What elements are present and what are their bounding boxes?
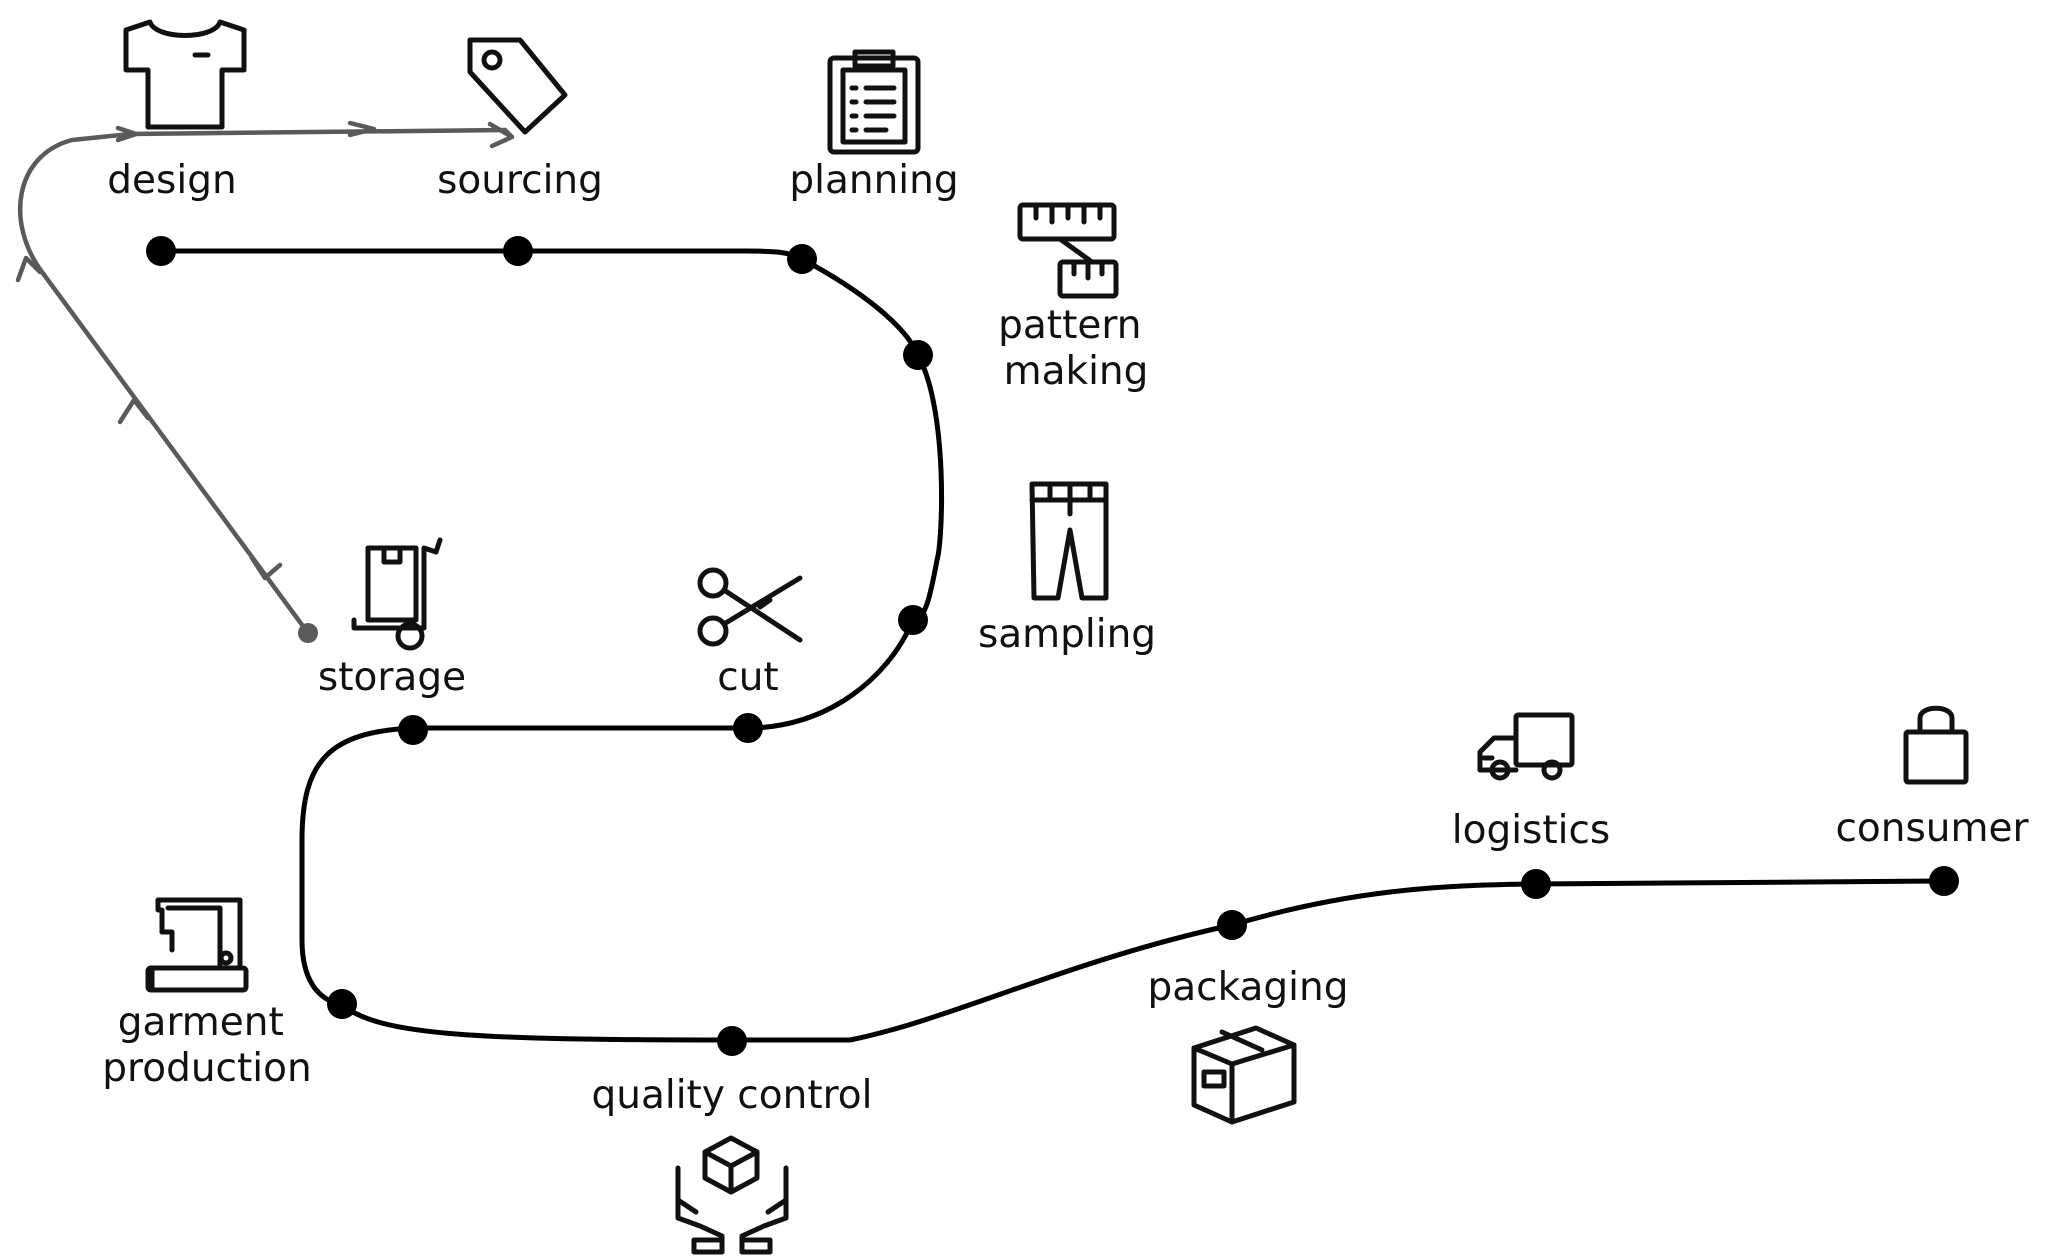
label-planning: planning — [789, 158, 958, 203]
stage-dot-sampling — [898, 605, 928, 635]
hands-box-icon — [675, 1135, 789, 1255]
loop-arrow-3 — [15, 255, 43, 283]
scissors-icon — [697, 567, 803, 647]
trousers-icon — [1029, 481, 1109, 601]
label-quality-control: quality control — [592, 1073, 873, 1118]
tag-icon — [467, 37, 568, 135]
stage-dot-consumer — [1929, 866, 1959, 896]
label-garment-production: garment production — [102, 1000, 311, 1091]
clipboard-icon — [827, 49, 921, 155]
label-sourcing: sourcing — [437, 158, 603, 203]
stage-dot-packaging — [1217, 910, 1247, 940]
truck-icon — [1477, 712, 1575, 781]
stage-dot-pattern-making — [903, 340, 933, 370]
stage-dot-garment-production — [327, 989, 357, 1019]
return-loop-path — [18, 127, 514, 635]
label-packaging: packaging — [1148, 965, 1349, 1010]
sewing-machine-icon — [145, 897, 249, 993]
stage-dot-logistics — [1521, 869, 1551, 899]
measuring-tape-icon — [1017, 202, 1119, 299]
loop-arrow-1 — [249, 555, 283, 581]
label-design: design — [107, 158, 236, 203]
loop-arrow-6 — [487, 121, 515, 149]
loop-start-dot — [298, 623, 318, 643]
label-storage: storage — [318, 655, 466, 700]
shopping-bag-icon — [1903, 705, 1969, 785]
label-pattern-making: pattern making — [998, 303, 1154, 394]
label-cut: cut — [717, 655, 778, 700]
box-icon — [1191, 1025, 1297, 1125]
stage-dot-quality-control — [717, 1026, 747, 1056]
stage-dot-cut — [733, 713, 763, 743]
stage-dot-sourcing — [503, 236, 533, 266]
hand-truck-icon — [351, 537, 443, 651]
loop-arrow-2 — [117, 397, 151, 425]
stage-dot-planning — [787, 244, 817, 274]
label-consumer: consumer — [1835, 806, 2029, 851]
loop-arrow-4 — [115, 125, 139, 143]
tshirt-icon — [123, 19, 247, 130]
loop-arrow-5 — [347, 120, 377, 138]
stage-dot-storage — [398, 715, 428, 745]
label-logistics: logistics — [1452, 808, 1611, 853]
stage-dot-design — [146, 236, 176, 266]
label-sampling: sampling — [978, 612, 1156, 657]
